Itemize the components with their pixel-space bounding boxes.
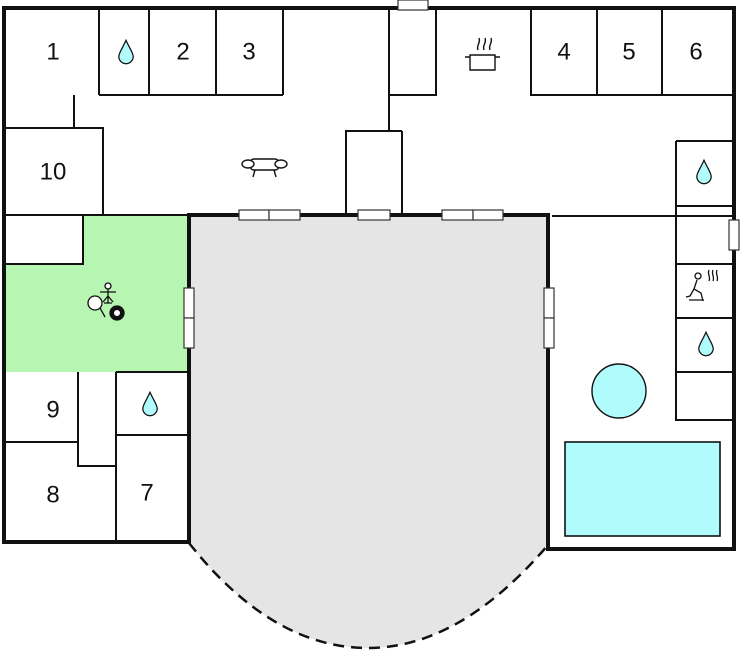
- sofa-icon: [241, 158, 288, 178]
- terrace-area: [189, 215, 548, 648]
- window: [238, 209, 270, 221]
- outer-wall-left-lower: [2, 213, 550, 544]
- water-drop-icon: [698, 331, 714, 357]
- window: [357, 209, 391, 221]
- window: [543, 287, 555, 319]
- whirlpool-icon: [591, 363, 647, 419]
- room-label-8: 8: [46, 482, 59, 509]
- water-drop-icon: [142, 391, 158, 417]
- sauna-icon: [685, 269, 719, 302]
- room-label-6: 6: [689, 39, 702, 66]
- room-label-7: 7: [140, 480, 153, 507]
- room-label-3: 3: [242, 39, 255, 66]
- water-drop-icon: [118, 39, 134, 65]
- window: [543, 317, 555, 349]
- window: [441, 209, 474, 221]
- window: [472, 209, 504, 221]
- terrace-dashed-edge: [188, 542, 549, 650]
- window: [183, 287, 195, 319]
- window: [728, 219, 740, 251]
- room-label-1: 1: [46, 39, 59, 66]
- interior-walls: [4, 8, 734, 542]
- outer-wall: [2, 6, 736, 374]
- window: [397, 0, 429, 11]
- room-label-2: 2: [176, 39, 189, 66]
- room-label-5: 5: [622, 39, 635, 66]
- cooking-pot-icon: [465, 37, 500, 71]
- room-label-4: 4: [557, 39, 570, 66]
- window: [268, 209, 301, 221]
- outer-wall-right: [546, 213, 736, 551]
- window: [183, 317, 195, 349]
- table-tennis-billiard-foosball-icon: [87, 282, 125, 321]
- activity-room: [4, 215, 189, 372]
- room-label-10: 10: [40, 159, 67, 186]
- water-drop-icon: [696, 159, 712, 185]
- room-label-9: 9: [46, 397, 59, 424]
- swimming-pool-icon: [564, 441, 721, 537]
